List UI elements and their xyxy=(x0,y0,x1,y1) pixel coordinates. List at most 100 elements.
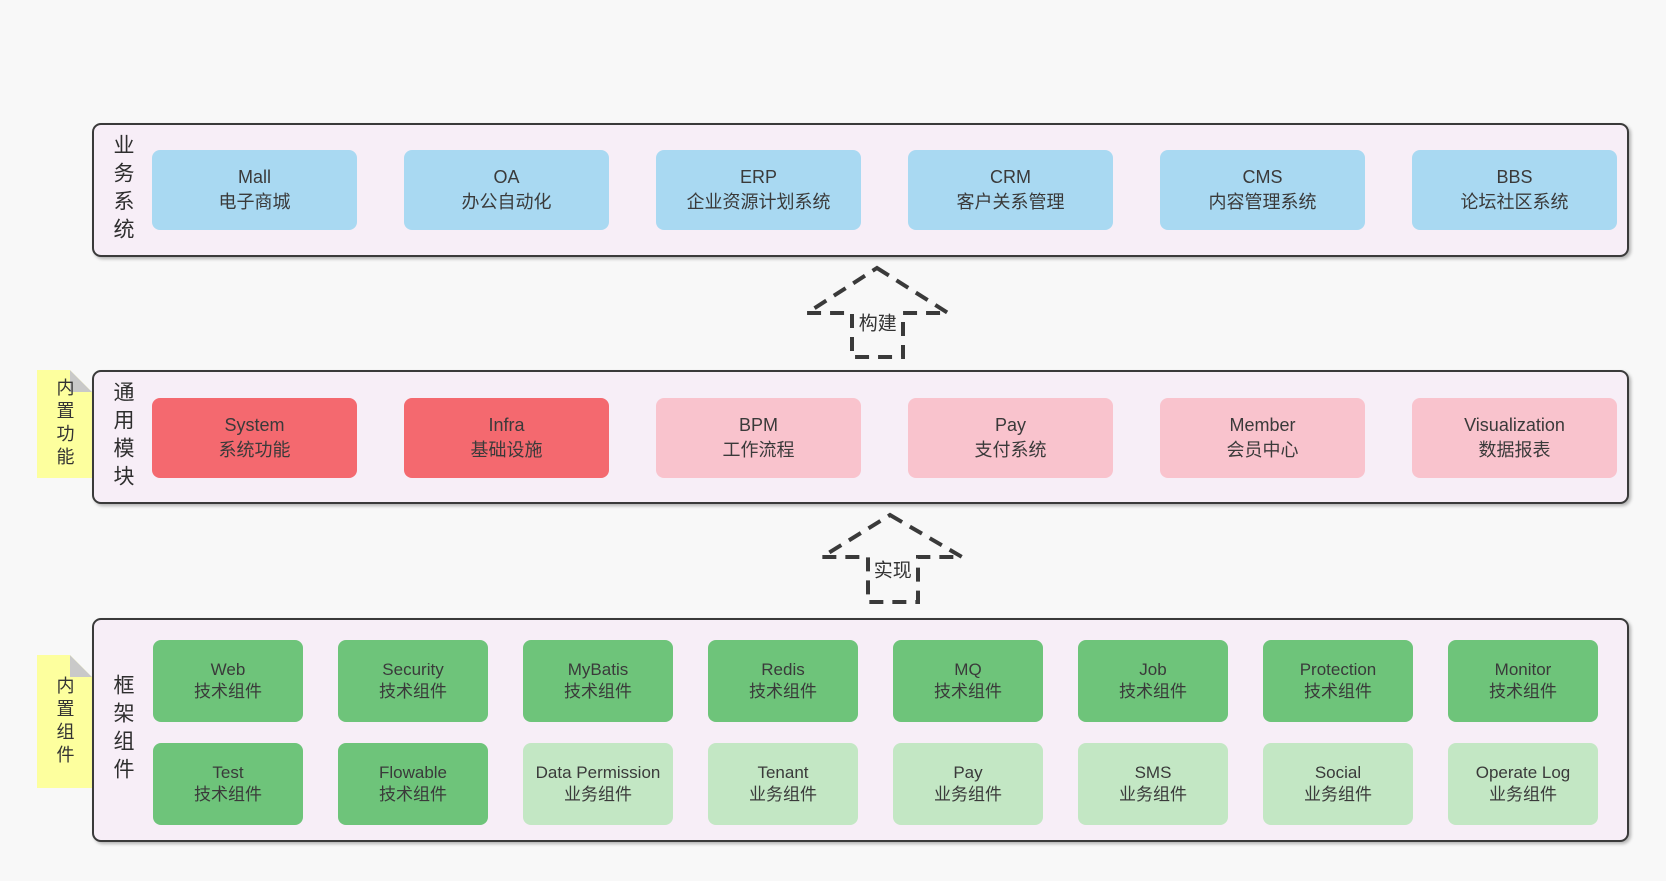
box-subtitle: 工作流程 xyxy=(722,440,795,460)
box-title: Mall xyxy=(237,167,271,187)
box-subtitle: 技术组件 xyxy=(379,682,447,701)
box-mybatis: MyBatis 技术组件 xyxy=(523,640,673,722)
box-subtitle: 内容管理系统 xyxy=(1208,192,1317,212)
box-title: Web xyxy=(210,660,246,679)
layer-framework-components: 框架组件 Web 技术组件 Security 技术组件 MyBatis 技术组件… xyxy=(92,618,1629,842)
box-bbs: BBS 论坛社区系统 xyxy=(1412,150,1617,230)
box-subtitle: 论坛社区系统 xyxy=(1460,192,1569,212)
box-title: BBS xyxy=(1496,167,1533,187)
box-subtitle: 技术组件 xyxy=(379,785,447,804)
box-title: Social xyxy=(1314,763,1362,782)
box-subtitle: 业务组件 xyxy=(934,785,1002,804)
box-title: SMS xyxy=(1134,763,1172,782)
box-bpm: BPM 工作流程 xyxy=(656,398,861,478)
layer-label-common-modules: 通用模块 xyxy=(111,381,134,493)
box-oa: OA 办公自动化 xyxy=(404,150,609,230)
box-subtitle: 办公自动化 xyxy=(461,192,552,212)
box-title: Flowable xyxy=(378,763,448,782)
box-title: Member xyxy=(1229,415,1296,435)
box-title: Monitor xyxy=(1494,660,1552,679)
box-subtitle: 技术组件 xyxy=(564,682,632,701)
sticky-note-label: 内置功能 xyxy=(54,378,75,470)
box-subtitle: 支付系统 xyxy=(974,440,1047,460)
box-subtitle: 数据报表 xyxy=(1478,440,1551,460)
box-title: Operate Log xyxy=(1475,763,1571,782)
box-title: OA xyxy=(493,167,520,187)
box-infra: Infra 基础设施 xyxy=(404,398,609,478)
box-web: Web 技术组件 xyxy=(153,640,303,722)
box-mall: Mall 电子商城 xyxy=(152,150,357,230)
sticky-fold-corner xyxy=(70,655,92,677)
box-cms: CMS 内容管理系统 xyxy=(1160,150,1365,230)
box-tenant: Tenant 业务组件 xyxy=(708,743,858,825)
framework-components-row-2: Test 技术组件 Flowable 技术组件 Data Permission … xyxy=(153,743,1598,825)
box-subtitle: 技术组件 xyxy=(749,682,817,701)
box-subtitle: 业务组件 xyxy=(564,785,632,804)
box-title: Job xyxy=(1139,660,1167,679)
box-mq: MQ 技术组件 xyxy=(893,640,1043,722)
box-title: BPM xyxy=(738,415,778,435)
box-title: CMS xyxy=(1242,167,1283,187)
box-title: MyBatis xyxy=(567,660,629,679)
arrow-implement-label: 实现 xyxy=(871,555,914,583)
box-subtitle: 客户关系管理 xyxy=(956,192,1065,212)
common-modules-row: System 系统功能 Infra 基础设施 BPM 工作流程 Pay 支付系统… xyxy=(152,398,1617,478)
box-subtitle: 业务组件 xyxy=(1304,785,1372,804)
box-crm: CRM 客户关系管理 xyxy=(908,150,1113,230)
arrow-build-label: 构建 xyxy=(856,308,899,336)
box-title: System xyxy=(224,415,285,435)
box-erp: ERP 企业资源计划系统 xyxy=(656,150,861,230)
box-title: Pay xyxy=(953,763,983,782)
box-title: ERP xyxy=(739,167,777,187)
box-system: System 系统功能 xyxy=(152,398,357,478)
box-title: Redis xyxy=(761,660,805,679)
box-title: Visualization xyxy=(1464,415,1565,435)
box-subtitle: 企业资源计划系统 xyxy=(686,192,831,212)
box-monitor: Monitor 技术组件 xyxy=(1448,640,1598,722)
box-subtitle: 技术组件 xyxy=(934,682,1002,701)
box-subtitle: 技术组件 xyxy=(1489,682,1557,701)
box-subtitle: 电子商城 xyxy=(218,192,291,212)
box-subtitle: 系统功能 xyxy=(218,440,291,460)
sticky-note-built-in-features: 内置功能 xyxy=(37,370,92,478)
box-pay-component: Pay 业务组件 xyxy=(893,743,1043,825)
box-sms: SMS 业务组件 xyxy=(1078,743,1228,825)
arrow-build-up: 构建 xyxy=(798,260,956,362)
box-title: Security xyxy=(382,660,444,679)
dashed-up-arrow-icon xyxy=(800,265,955,359)
sticky-note-built-in-components: 内置组件 xyxy=(37,655,92,788)
box-subtitle: 技术组件 xyxy=(194,785,262,804)
box-job: Job 技术组件 xyxy=(1078,640,1228,722)
box-pay-system: Pay 支付系统 xyxy=(908,398,1113,478)
layer-label-framework-components: 框架组件 xyxy=(111,674,134,786)
box-protection: Protection 技术组件 xyxy=(1263,640,1413,722)
box-title: CRM xyxy=(990,167,1031,187)
box-subtitle: 技术组件 xyxy=(194,682,262,701)
box-subtitle: 技术组件 xyxy=(1119,682,1187,701)
framework-components-row-1: Web 技术组件 Security 技术组件 MyBatis 技术组件 Redi… xyxy=(153,640,1598,722)
box-subtitle: 会员中心 xyxy=(1226,440,1299,460)
box-subtitle: 基础设施 xyxy=(470,440,543,460)
box-data-permission: Data Permission 业务组件 xyxy=(523,743,673,825)
box-flowable: Flowable 技术组件 xyxy=(338,743,488,825)
box-title: Tenant xyxy=(757,763,809,782)
box-visualization: Visualization 数据报表 xyxy=(1412,398,1617,478)
box-subtitle: 技术组件 xyxy=(1304,682,1372,701)
business-systems-row: Mall 电子商城 OA 办公自动化 ERP 企业资源计划系统 CRM 客户关系… xyxy=(152,150,1617,230)
box-title: Data Permission xyxy=(535,763,661,782)
arrow-implement-up: 实现 xyxy=(813,507,971,609)
sticky-note-label: 内置组件 xyxy=(54,675,75,768)
box-title: Pay xyxy=(994,415,1027,435)
dashed-up-arrow-icon xyxy=(814,512,970,604)
layer-common-modules: 通用模块 System 系统功能 Infra 基础设施 BPM 工作流程 Pay… xyxy=(92,370,1629,504)
box-security: Security 技术组件 xyxy=(338,640,488,722)
box-title: MQ xyxy=(954,660,982,679)
layer-label-business-systems: 业务系统 xyxy=(111,134,134,246)
box-subtitle: 业务组件 xyxy=(1489,785,1557,804)
layer-business-systems: 业务系统 Mall 电子商城 OA 办公自动化 ERP 企业资源计划系统 CRM… xyxy=(92,123,1629,257)
box-operate-log: Operate Log 业务组件 xyxy=(1448,743,1598,825)
box-social: Social 业务组件 xyxy=(1263,743,1413,825)
box-subtitle: 业务组件 xyxy=(1119,785,1187,804)
box-title: Infra xyxy=(488,415,525,435)
